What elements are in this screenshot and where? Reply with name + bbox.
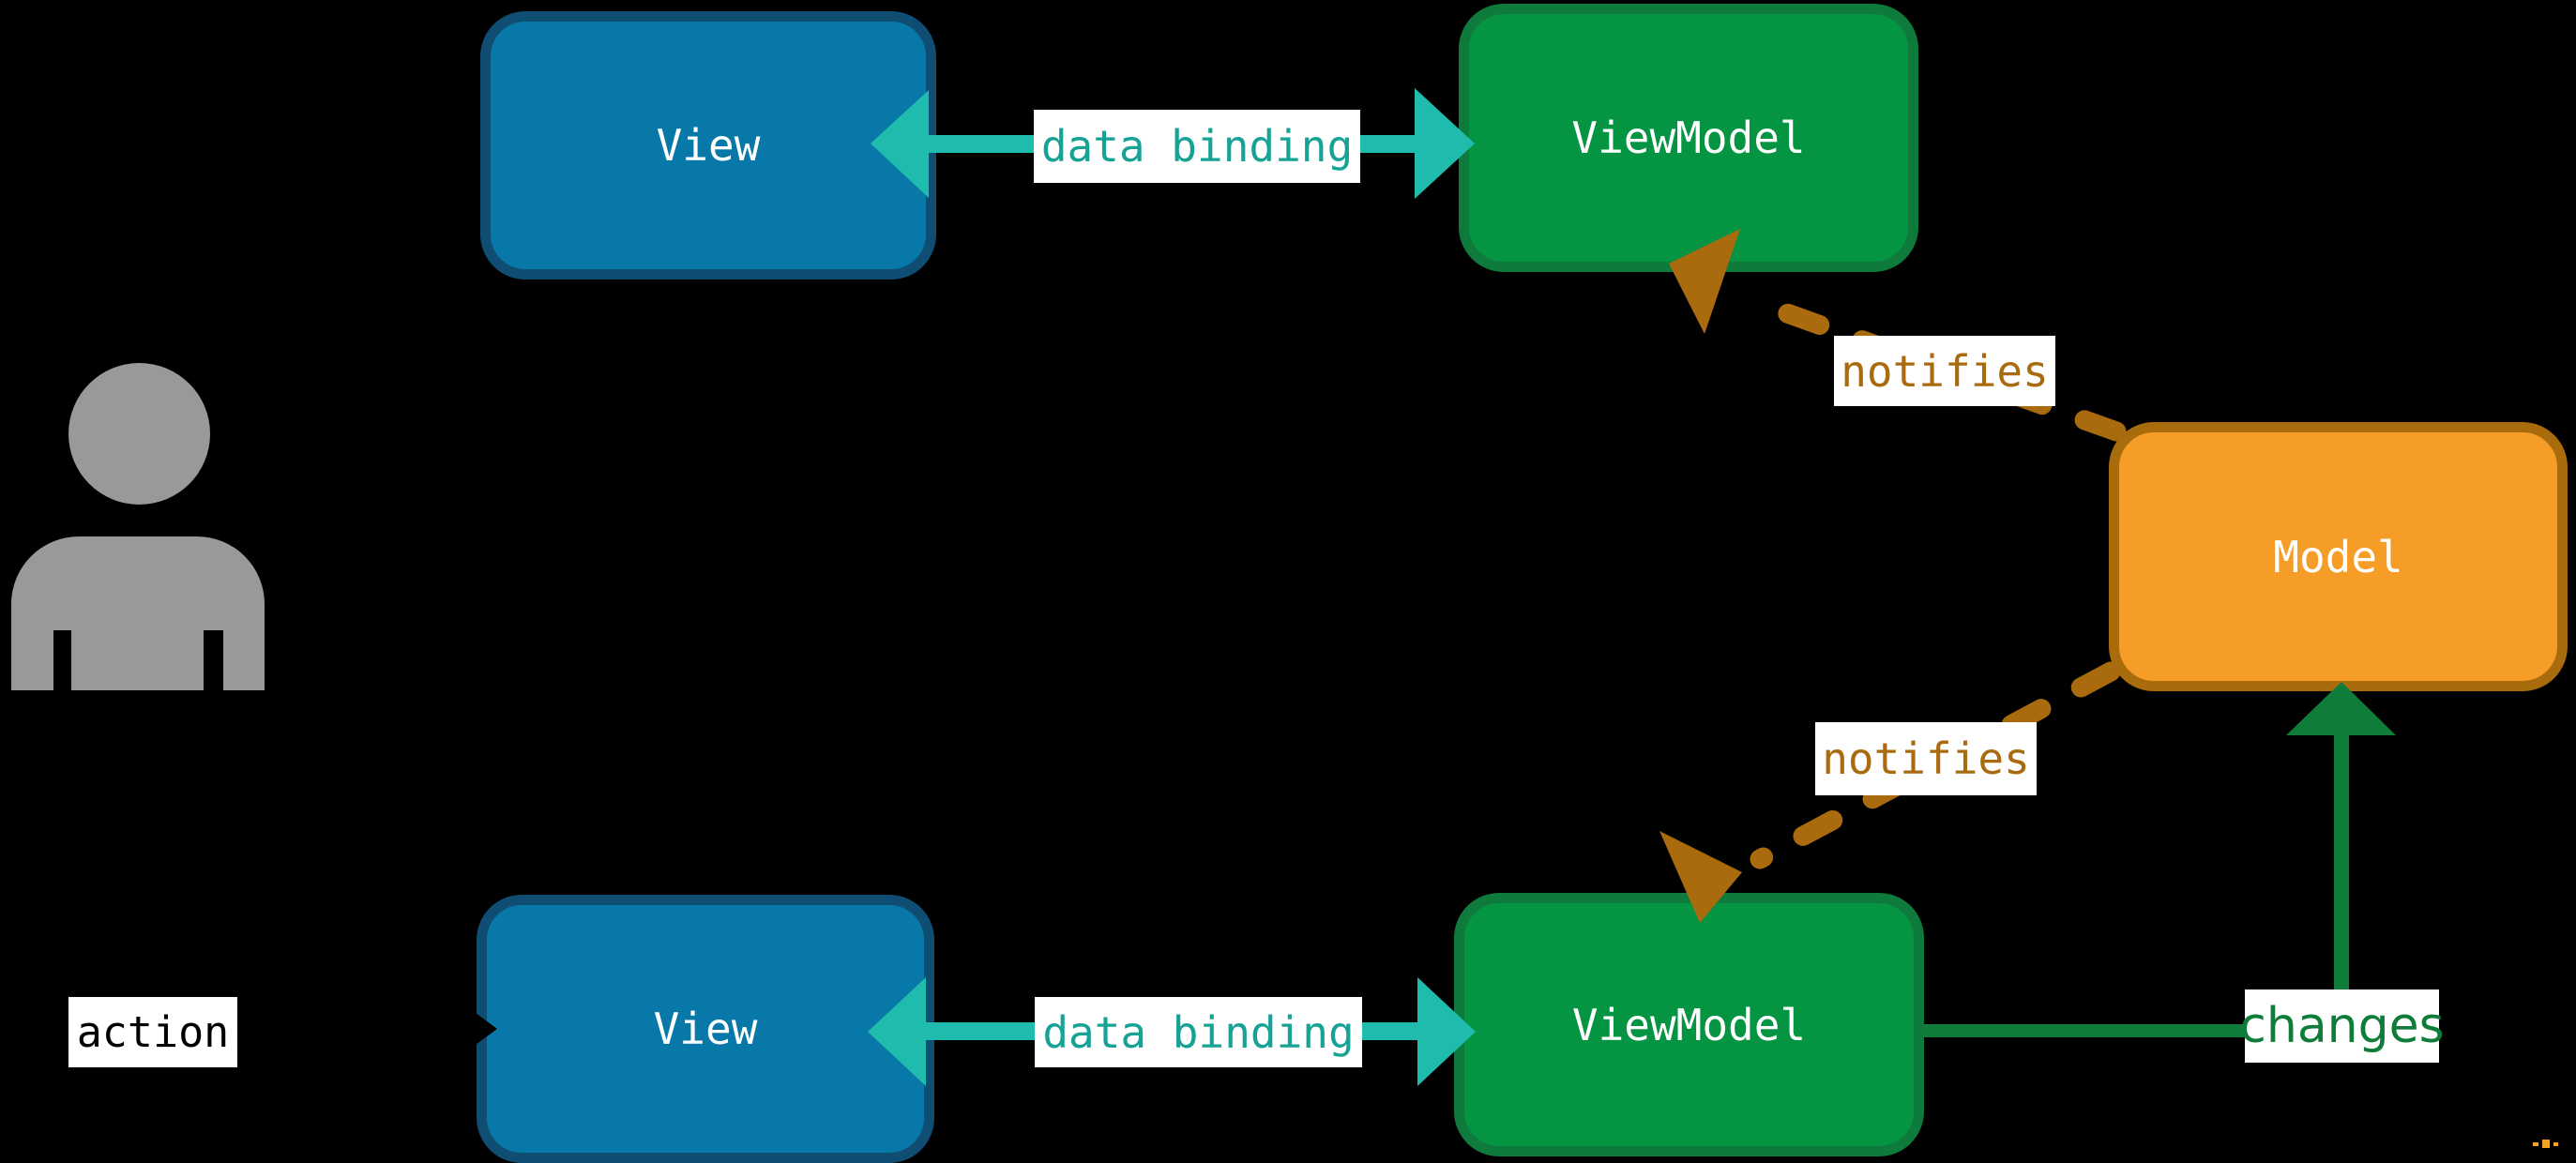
node-view-bottom-label: View (653, 1004, 758, 1054)
edge-label-notifies-bottom: notifies (1815, 722, 2037, 795)
node-model-label: Model (2273, 531, 2403, 582)
corner-artifact-marks (2533, 1138, 2563, 1149)
edge-label-data-binding-bottom: data binding (1035, 997, 1362, 1067)
corner-mark (2542, 1140, 2550, 1148)
person-arm-gap-left (53, 630, 71, 690)
node-view-top-label: View (656, 120, 761, 171)
edge-label-action: action (68, 997, 237, 1067)
corner-mark (2553, 1142, 2558, 1146)
node-viewmodel-bottom-label: ViewModel (1571, 999, 1807, 1050)
person-head (68, 363, 210, 505)
changes-arrow (1924, 682, 2396, 1041)
node-model: Model (2109, 422, 2568, 691)
node-viewmodel-bottom: ViewModel (1454, 893, 1924, 1156)
action-arrowhead (458, 1000, 497, 1058)
person-arm-gap-right (204, 630, 223, 690)
notifies-arrow-bottom (1659, 661, 2121, 923)
node-viewmodel-top-label: ViewModel (1571, 113, 1806, 163)
node-viewmodel-top: ViewModel (1459, 4, 1918, 272)
edge-label-notifies-top: notifies (1834, 336, 2055, 406)
edge-label-changes: changes (2239, 989, 2445, 1063)
edge-label-data-binding-top: data binding (1034, 110, 1360, 183)
corner-mark (2533, 1142, 2538, 1146)
